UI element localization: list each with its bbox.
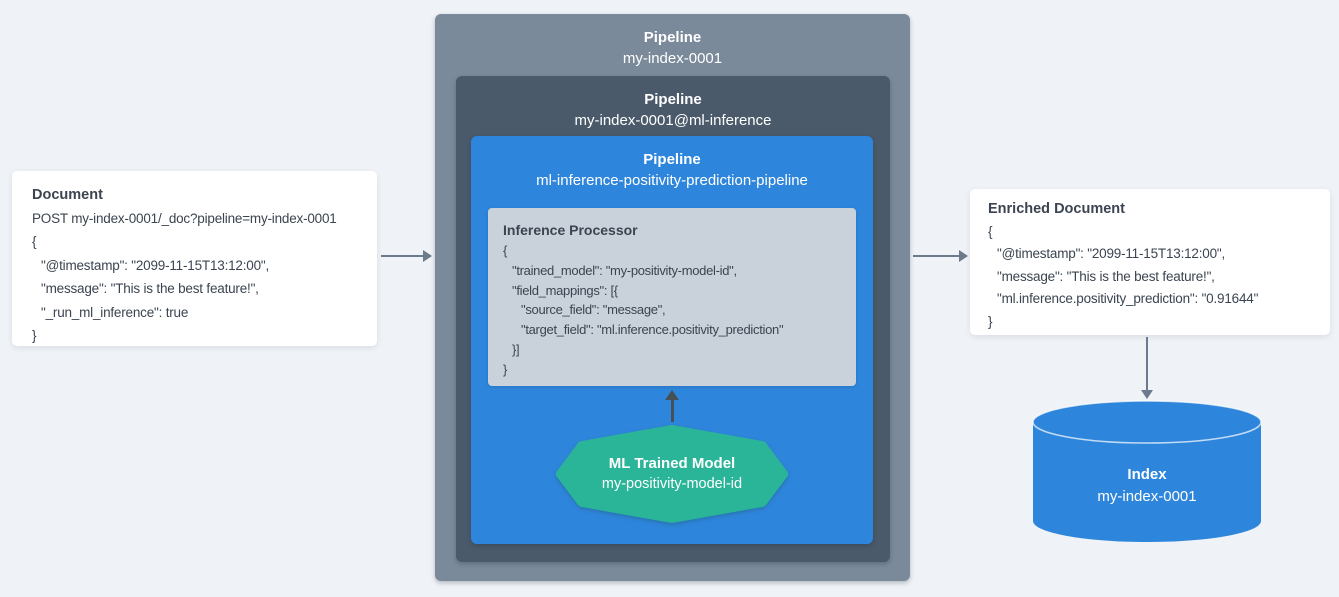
code-line: "field_mappings": [{ bbox=[512, 282, 618, 298]
arrow-head bbox=[665, 390, 679, 400]
hexagon-icon bbox=[556, 425, 788, 523]
enriched-document-title: Enriched Document bbox=[988, 201, 1125, 217]
inference-processor-body: { "trained_model": "my-positivity-model-i… bbox=[503, 241, 841, 380]
ml-inference-pipeline-header: Pipeline my-index-0001@ml-inference bbox=[456, 76, 890, 131]
ml-inference-pipeline-title: Pipeline bbox=[644, 91, 702, 108]
code-line: "ml.inference.positivity_prediction": "0… bbox=[997, 291, 1259, 307]
code-line: "@timestamp": "2099-11-15T13:12:00", bbox=[997, 246, 1226, 262]
code-line: } bbox=[32, 328, 37, 344]
code-line: "message": "This is the best feature!", bbox=[41, 281, 259, 297]
outer-pipeline-subtitle: my-index-0001 bbox=[622, 50, 723, 67]
arrow-stem bbox=[381, 255, 424, 257]
arrow-enriched-to-index-icon bbox=[1140, 337, 1154, 399]
arrow-stem bbox=[1146, 337, 1148, 391]
arrow-head bbox=[1141, 390, 1153, 399]
code-line: "target_field": "ml.inference.positivity… bbox=[521, 322, 784, 338]
index-store-label: Index my-index-0001 bbox=[1032, 400, 1262, 543]
code-line: { bbox=[988, 224, 993, 239]
arrow-model-to-processor-icon bbox=[665, 390, 679, 422]
enriched-document-body: { "@timestamp": "2099-11-15T13:12:00", "me… bbox=[988, 221, 1312, 333]
inference-processor-title: Inference Processor bbox=[503, 222, 638, 238]
code-line: }] bbox=[512, 341, 520, 357]
outer-pipeline-title: Pipeline bbox=[643, 29, 702, 46]
code-line: "_run_ml_inference": true bbox=[41, 304, 189, 320]
index-store-title: Index bbox=[1127, 465, 1167, 483]
code-line: "@timestamp": "2099-11-15T13:12:00", bbox=[41, 257, 270, 273]
code-line: } bbox=[988, 313, 993, 329]
outer-pipeline-box: Pipeline my-index-0001 Pipeline my-index… bbox=[435, 14, 910, 581]
code-line: { bbox=[32, 234, 37, 250]
inference-processor-box: Inference Processor { "trained_model": "m… bbox=[488, 208, 856, 386]
database-cylinder-icon bbox=[1032, 400, 1262, 542]
document-card-title: Document bbox=[32, 187, 103, 203]
code-line: "message": "This is the best feature!", bbox=[997, 268, 1215, 284]
document-card: Document POST my-index-0001/_doc?pipelin… bbox=[12, 171, 377, 346]
ml-inference-pipeline-box: Pipeline my-index-0001@ml-inference Pipe… bbox=[456, 76, 890, 562]
positivity-pipeline-title: Pipeline bbox=[643, 151, 701, 168]
arrow-head bbox=[423, 250, 432, 262]
code-line: { bbox=[503, 243, 508, 258]
code-line: } bbox=[503, 361, 508, 377]
ml-trained-model-id: my-positivity-model-id bbox=[601, 476, 743, 492]
arrow-pipeline-to-enriched-icon bbox=[913, 250, 968, 262]
outer-pipeline-header: Pipeline my-index-0001 bbox=[435, 14, 910, 69]
ml-trained-model-title: ML Trained Model bbox=[608, 455, 736, 472]
positivity-pipeline-subtitle: ml-inference-positivity-prediction-pipel… bbox=[536, 172, 808, 189]
ml-trained-model-node: ML Trained Model my-positivity-model-id bbox=[555, 424, 789, 524]
arrow-head bbox=[959, 250, 968, 262]
positivity-pipeline-box: Pipeline ml-inference-positivity-predict… bbox=[471, 136, 873, 544]
code-line: "source_field": "message", bbox=[521, 302, 666, 318]
arrow-stem bbox=[670, 399, 674, 422]
document-card-body: POST my-index-0001/_doc?pipeline=my-inde… bbox=[32, 207, 357, 347]
enriched-document-card: Enriched Document { "@timestamp": "2099-1… bbox=[970, 189, 1330, 335]
index-store-node: Index my-index-0001 bbox=[1032, 400, 1262, 543]
code-line: "trained_model": "my-positivity-model-id… bbox=[512, 262, 737, 278]
positivity-pipeline-header: Pipeline ml-inference-positivity-predict… bbox=[471, 136, 873, 191]
index-store-name: my-index-0001 bbox=[1097, 487, 1197, 505]
arrow-stem bbox=[913, 255, 960, 257]
code-line: POST my-index-0001/_doc?pipeline=my-inde… bbox=[32, 211, 337, 226]
ml-inference-pipeline-subtitle: my-index-0001@ml-inference bbox=[574, 112, 772, 129]
arrow-document-to-pipeline-icon bbox=[381, 250, 432, 262]
ml-trained-model-label: ML Trained Model my-positivity-model-id bbox=[555, 424, 789, 524]
